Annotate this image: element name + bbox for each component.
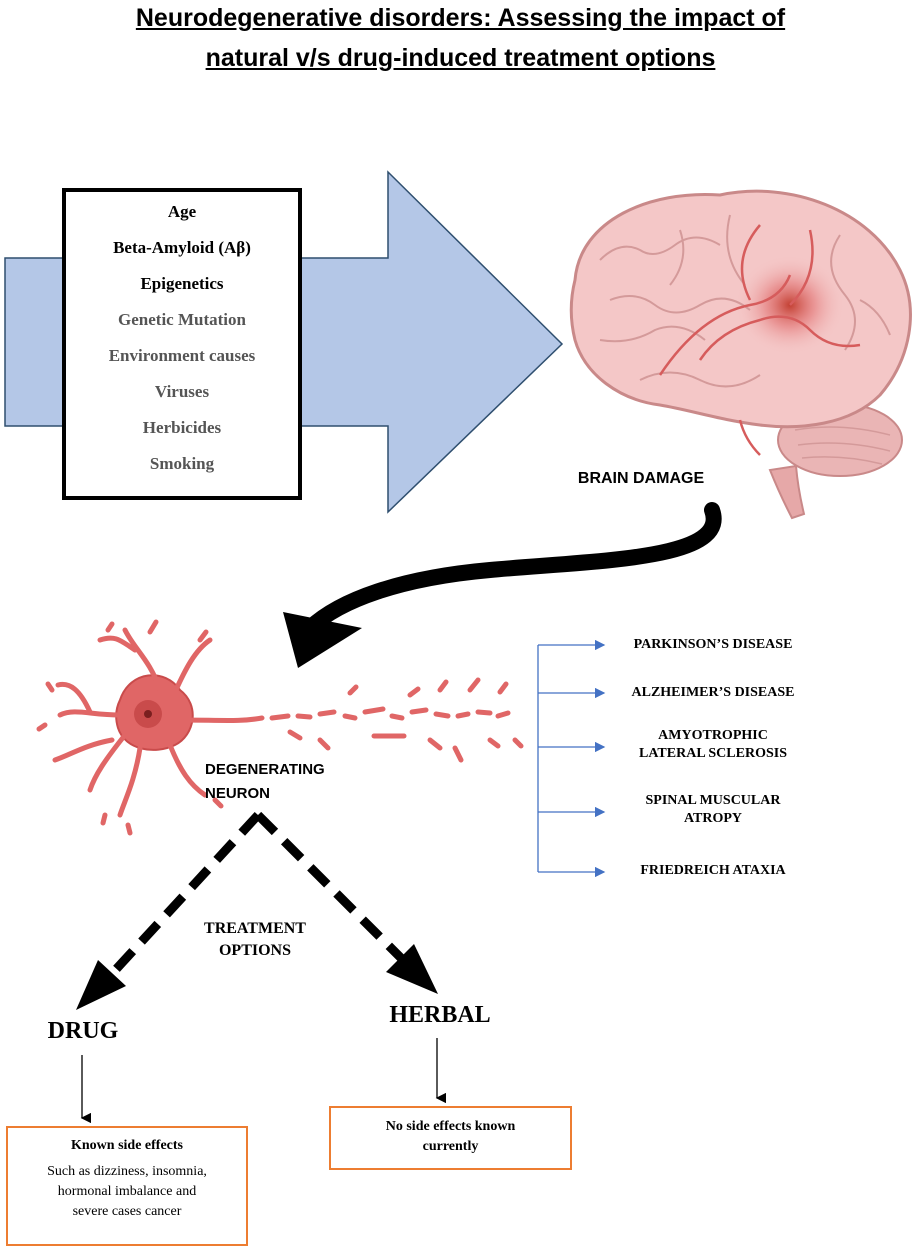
diagram-title-line1: Neurodegenerative disorders: Assessing t… (135, 4, 786, 32)
disease-name-line1: AMYOTROPHIC (658, 728, 768, 743)
drug-side-effects-box: Known side effects Such as dizziness, in… (6, 1126, 248, 1246)
risk-factor-item: Environment causes (108, 346, 256, 365)
drug-effects-line3: severe cases cancer (72, 1204, 182, 1219)
risk-factor-item: Beta-Amyloid (Aβ) (113, 238, 251, 257)
treatment-label-line2: OPTIONS (218, 942, 291, 959)
drug-effects-line1: Such as dizziness, insomnia, (47, 1164, 207, 1179)
risk-factor-item: Age (167, 202, 197, 221)
disease-name-line1: PARKINSON’S DISEASE (633, 637, 793, 652)
risk-factor-item: Genetic Mutation (118, 310, 246, 329)
disease-name-line2: ATROPY (683, 811, 743, 826)
disease-item: ALZHEIMER’S DISEASE (608, 684, 818, 702)
disease-item: FRIEDREICH ATAXIA (608, 862, 818, 880)
drug-effects-text: Such as dizziness, insomnia, hormonal im… (8, 1162, 246, 1222)
disease-name-line1: ALZHEIMER’S DISEASE (631, 685, 795, 700)
neuron-label-line1: DEGENERATING (205, 761, 325, 778)
treatment-arrows (76, 811, 438, 1010)
treatment-options-label: TREATMENT OPTIONS (175, 918, 335, 962)
neuron-label-line2: NEURON (205, 785, 271, 802)
curved-flow-arrow (302, 502, 722, 636)
brain-illustration (569, 189, 912, 520)
disease-item: PARKINSON’S DISEASE (608, 636, 818, 654)
herbal-label: HERBAL (389, 1002, 491, 1028)
risk-factor-item: Smoking (149, 454, 215, 473)
disease-name-line2: LATERAL SCLEROSIS (639, 746, 787, 761)
disease-name-line1: SPINAL MUSCULAR (645, 793, 781, 808)
disease-connectors (537, 639, 606, 878)
herbal-effects-text: No side effects known currently (331, 1117, 570, 1157)
herbal-side-effects-box: No side effects known currently (329, 1106, 572, 1170)
herbal-effects-line2: currently (422, 1139, 479, 1154)
neuron-illustration (36, 619, 524, 836)
drug-effects-line2: hormonal imbalance and (57, 1184, 197, 1199)
brain-damage-label: BRAIN DAMAGE (577, 470, 705, 487)
treatment-label-line1: TREATMENT (204, 920, 306, 937)
diagram-title-line2: natural v/s drug-induced treatment optio… (205, 44, 716, 72)
risk-factor-box (62, 188, 302, 500)
drug-effects-title: Known side effects (71, 1138, 183, 1153)
drug-label: DRUG (47, 1018, 119, 1044)
risk-factor-item: Viruses (154, 382, 210, 401)
risk-factor-item: Epigenetics (140, 274, 224, 293)
disease-name-line1: FRIEDREICH ATAXIA (640, 863, 786, 878)
herbal-effects-line1: No side effects known (385, 1119, 516, 1134)
disease-item: AMYOTROPHIC LATERAL SCLEROSIS (608, 727, 818, 763)
disease-item: SPINAL MUSCULAR ATROPY (608, 792, 818, 828)
risk-factor-item: Herbicides (142, 418, 222, 437)
degenerating-neuron-label: DEGENERATING NEURON (205, 758, 365, 806)
